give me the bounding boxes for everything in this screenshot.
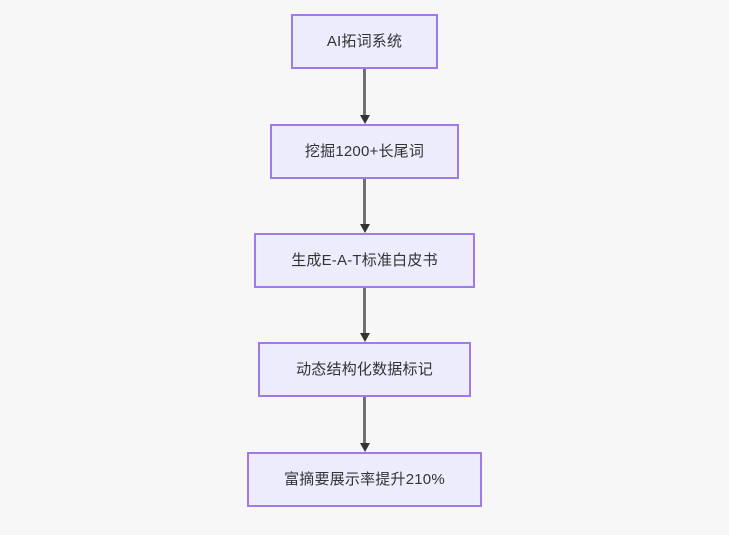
flow-arrow-3 <box>359 288 370 342</box>
flow-arrow-line <box>363 288 366 334</box>
flow-node-mine-longtail-keywords[interactable]: 挖掘1200+长尾词 <box>270 124 459 179</box>
flow-node-ai-keyword-system[interactable]: AI拓词系统 <box>291 14 438 69</box>
flow-arrow-line <box>363 179 366 225</box>
arrow-head-icon <box>359 224 370 233</box>
flow-node-generate-eat-whitepaper[interactable]: 生成E-A-T标准白皮书 <box>254 233 475 288</box>
arrow-head-icon <box>359 115 370 124</box>
flow-node-dynamic-structured-data-markup[interactable]: 动态结构化数据标记 <box>258 342 471 397</box>
arrow-head-icon <box>359 333 370 342</box>
flow-node-label: 动态结构化数据标记 <box>296 360 433 378</box>
flow-arrow-2 <box>359 179 370 233</box>
flow-node-label: AI拓词系统 <box>326 32 403 50</box>
arrow-head-icon <box>359 443 370 452</box>
flow-node-rich-snippet-rate-increase[interactable]: 富摘要展示率提升210% <box>247 452 482 507</box>
flow-arrow-line <box>363 397 366 444</box>
flow-arrow-line <box>363 69 366 116</box>
flow-arrow-4 <box>359 397 370 452</box>
flow-node-label: 富摘要展示率提升210% <box>284 470 445 488</box>
flow-node-label: 挖掘1200+长尾词 <box>304 142 425 160</box>
flow-arrow-1 <box>359 69 370 124</box>
flow-node-label: 生成E-A-T标准白皮书 <box>291 251 438 269</box>
